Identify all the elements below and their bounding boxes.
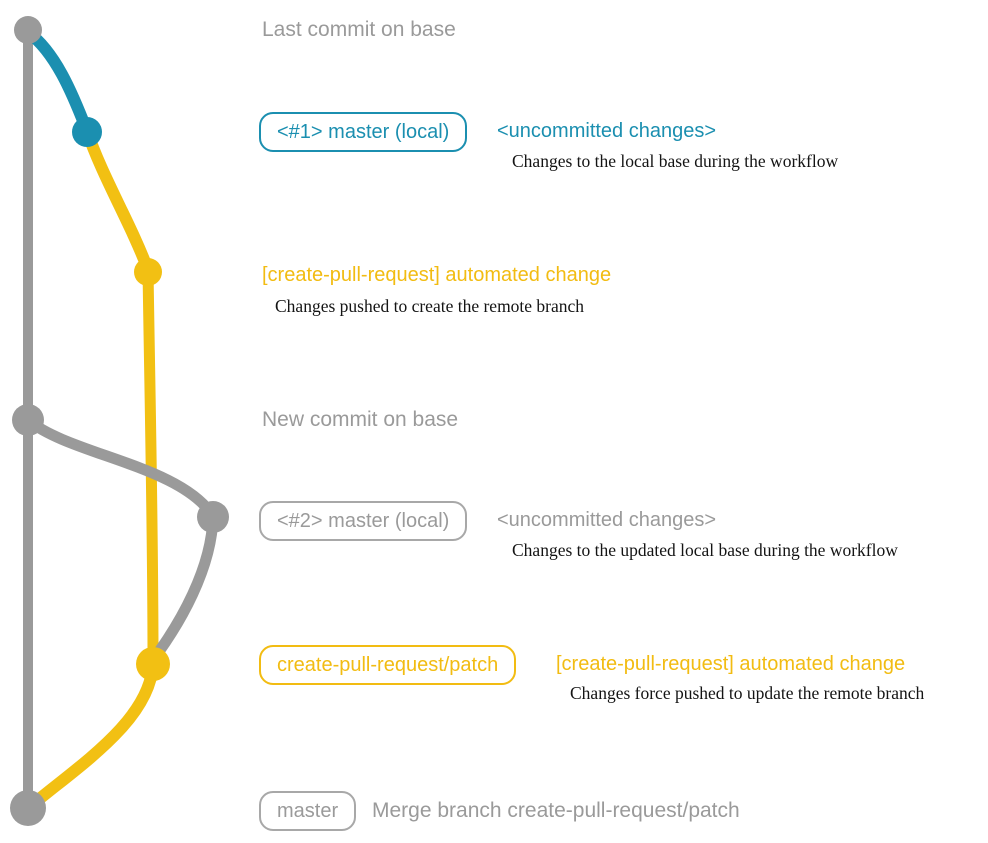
label-merge-commit: Merge branch create-pull-request/patch xyxy=(372,799,740,822)
branch-tag-create-pull-request-patch: create-pull-request/patch xyxy=(259,645,517,685)
label-uncommitted-changes-2: <uncommitted changes> xyxy=(497,509,717,531)
commit-dot-master-local-2 xyxy=(197,501,229,533)
commit-dot-automated-change-1 xyxy=(134,258,162,286)
commit-dot-new-base xyxy=(12,404,44,436)
rebase-branch-line xyxy=(22,414,219,522)
note-new-commit-on-base: New commit on base xyxy=(262,408,459,431)
label-automated-change-1: [create-pull-request] automated change xyxy=(262,264,612,286)
commit-dot-last-base xyxy=(14,16,42,44)
note-last-commit-on-base: Last commit on base xyxy=(262,18,456,41)
desc-uncommitted-changes-1: Changes to the local base during the wor… xyxy=(512,151,839,171)
desc-uncommitted-changes-2: Changes to the updated local base during… xyxy=(512,540,898,560)
branch-tag-master-local-1: <#1> master (local) xyxy=(259,112,468,152)
commit-dot-automated-change-2 xyxy=(136,647,170,681)
commit-dot-merge xyxy=(10,790,46,826)
branch-tag-master-local-2: <#2> master (local) xyxy=(259,501,468,541)
branch-tag-master: master xyxy=(259,791,357,831)
patch-branch-line-upper xyxy=(81,125,154,276)
commit-graph xyxy=(10,16,229,826)
local-changes-branch-line xyxy=(22,26,93,137)
desc-automated-change-1: Changes pushed to create the remote bran… xyxy=(275,296,585,316)
label-uncommitted-changes-1: <uncommitted changes> xyxy=(497,120,717,142)
commit-dot-master-local-1 xyxy=(72,117,102,147)
patch-branch-line-vertical xyxy=(142,269,159,661)
rebase-to-patch-line xyxy=(152,510,219,659)
patch-branch-line-lower xyxy=(26,658,159,811)
label-automated-change-2: [create-pull-request] automated change xyxy=(556,653,906,675)
desc-automated-change-2: Changes force pushed to update the remot… xyxy=(570,683,925,703)
